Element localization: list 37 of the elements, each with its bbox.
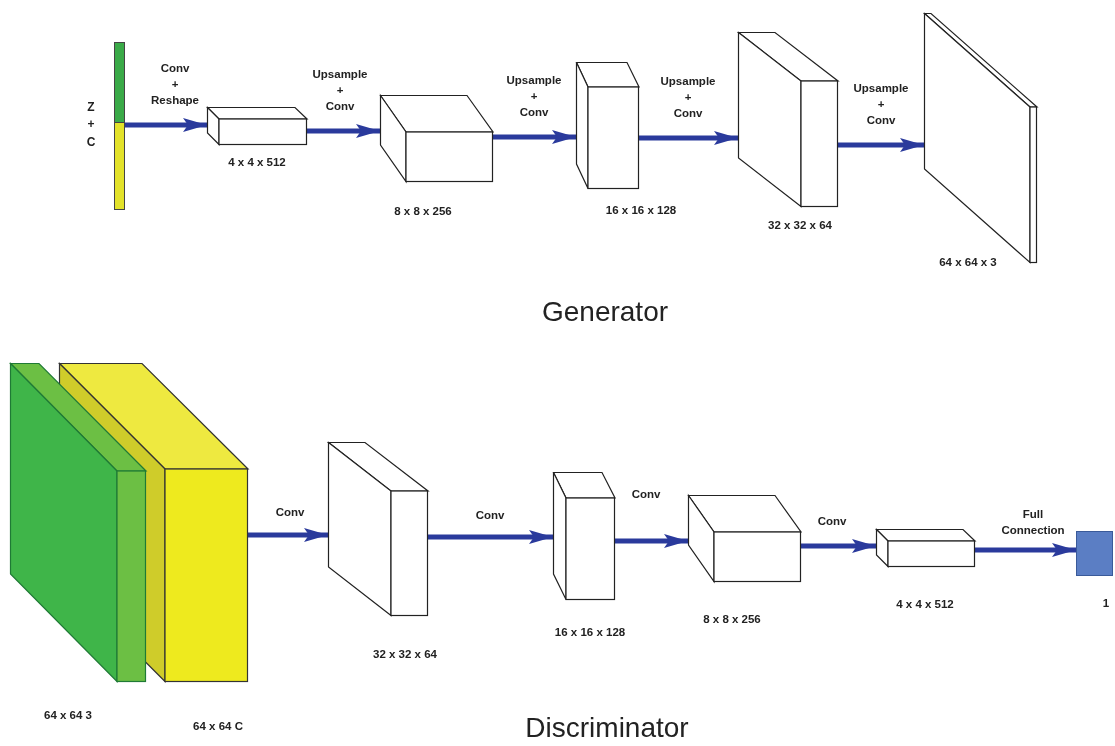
layer-size-label: 64 x 64 3 (44, 709, 92, 723)
layer-size-label: 32 x 32 x 64 (768, 219, 832, 233)
feature-map-cuboid (738, 32, 838, 207)
arrow (615, 534, 688, 548)
vector-bar (114, 42, 125, 210)
layer-size-label: 4 x 4 x 512 (896, 598, 954, 612)
feature-map-cuboid (328, 442, 428, 616)
arrow (248, 528, 328, 542)
arrow (493, 130, 576, 144)
section-title: Discriminator (525, 712, 689, 744)
layer-size-label: 16 x 16 x 128 (554, 626, 626, 640)
layer-size-label: 64 x 64 C (193, 720, 243, 734)
layer-size-label: 16 x 16 x 128 (605, 204, 677, 218)
section-title: Generator (541, 296, 669, 328)
feature-map-cuboid (688, 495, 801, 582)
arrow (838, 138, 924, 152)
layer-size-label: 4 x 4 x 512 (228, 156, 286, 170)
output-square (1076, 531, 1113, 576)
layer-size-label: 64 x 64 x 3 (939, 256, 997, 270)
layer-size-label: 8 x 8 x 256 (394, 205, 452, 219)
feature-map-cuboid (576, 62, 639, 189)
layer-size-label: 8 x 8 x 256 (703, 613, 761, 627)
arrow (125, 118, 207, 132)
feature-map-cuboid (207, 107, 307, 145)
arrow (428, 530, 553, 544)
input-label: Z + C (86, 98, 96, 151)
layer-size-label: 32 x 32 x 64 (373, 648, 437, 662)
feature-map-cuboid (59, 363, 248, 682)
arrow (975, 543, 1076, 557)
feature-map-cuboid (876, 529, 975, 567)
arrow (801, 539, 876, 553)
feature-map-cuboid (10, 363, 146, 682)
arrow (639, 131, 738, 145)
layer-size-label: 1 (1102, 597, 1110, 611)
feature-map-cuboid (380, 95, 493, 182)
arrow (307, 124, 380, 138)
feature-map-cuboid (553, 472, 615, 600)
